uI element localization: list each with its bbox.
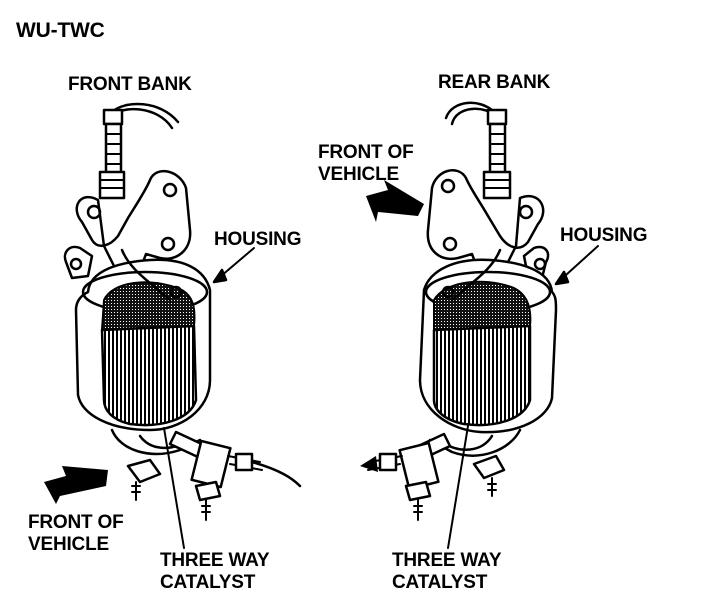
right-bank-label: REAR BANK — [438, 72, 551, 93]
right-catalyst-leader — [447, 425, 469, 549]
left-side-tab — [63, 245, 94, 280]
right-upper-oxygen-sensor — [482, 108, 512, 200]
left-catalyst-line-1: THREE WAY — [160, 550, 270, 571]
left-upper-oxygen-sensor — [98, 108, 126, 200]
left-front-of-vehicle-line-1: FRONT OF — [28, 512, 124, 533]
right-upper-sensor-cable — [444, 101, 496, 120]
right-catalyst-label: THREE WAY CATALYST — [392, 550, 502, 594]
right-lower-sensor-arrow — [360, 456, 378, 472]
right-lower-oxygen-sensor — [367, 432, 452, 491]
left-catalyst-leader — [163, 427, 185, 549]
left-front-of-vehicle-line-2: VEHICLE — [28, 534, 109, 555]
right-front-of-vehicle-line-1: FRONT OF — [318, 142, 414, 163]
left-catalyst-ribbed-body — [100, 324, 198, 427]
left-lower-oxygen-sensor — [168, 430, 302, 489]
right-catalyst-ribbed-body — [432, 324, 532, 427]
left-bank-label: FRONT BANK — [68, 74, 192, 95]
left-housing-label: HOUSING — [214, 229, 302, 250]
left-catalyst-line-2: CATALYST — [160, 572, 256, 593]
right-catalyst-line-1: THREE WAY — [392, 550, 502, 571]
right-catalyst-dark-section — [433, 280, 532, 331]
left-converter-assembly — [63, 102, 302, 549]
right-housing-label: HOUSING — [560, 225, 648, 246]
right-converter-assembly — [367, 101, 599, 549]
right-front-of-vehicle-arrow — [366, 180, 424, 222]
diagram-title: WU-TWC — [16, 19, 105, 42]
left-front-of-vehicle-label: FRONT OF VEHICLE — [28, 512, 124, 556]
left-catalyst-label: THREE WAY CATALYST — [160, 550, 270, 594]
right-front-of-vehicle-label: FRONT OF VEHICLE — [318, 142, 414, 186]
right-mounting-studs — [404, 454, 506, 521]
right-catalyst-line-2: CATALYST — [392, 572, 488, 593]
left-front-of-vehicle-arrow — [44, 466, 108, 504]
right-front-of-vehicle-line-2: VEHICLE — [318, 164, 399, 185]
left-mounting-studs — [126, 458, 222, 521]
